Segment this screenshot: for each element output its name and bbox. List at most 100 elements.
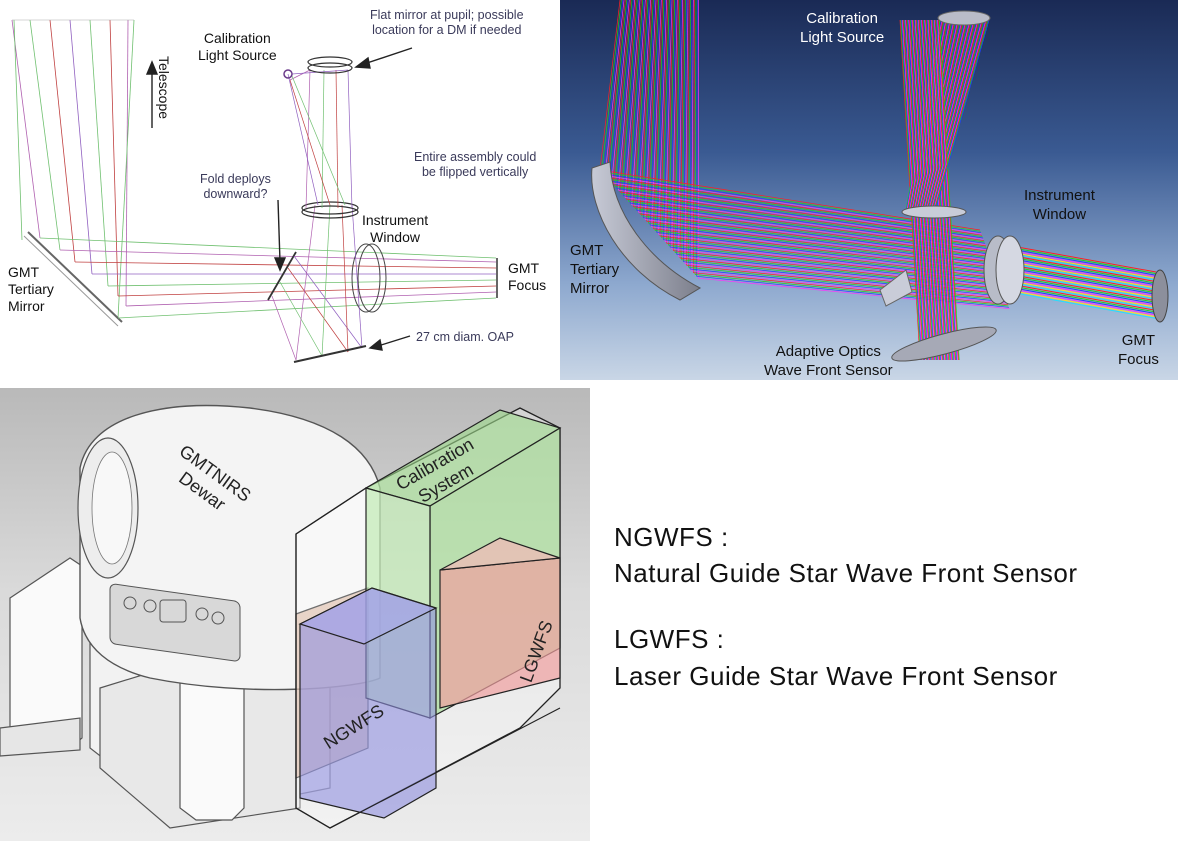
legend-ngwfs-full: Natural Guide Star Wave Front Sensor [614, 558, 1078, 588]
incoming-ray [642, 0, 656, 218]
incoming-ray [607, 0, 628, 180]
focus-ray [1011, 272, 1157, 300]
vertical-ray [932, 19, 954, 361]
incoming-ray [662, 0, 672, 240]
incoming-ray [621, 0, 638, 194]
focus-ray [1011, 258, 1157, 286]
vertical-ray [926, 19, 975, 211]
incoming-ray [647, 0, 660, 224]
focus-ray [1011, 291, 1157, 319]
vertical-ray [934, 19, 956, 361]
telescope-label: Telescope [156, 56, 172, 120]
fold-deploys-annotation: Fold deploys downward? [200, 172, 271, 201]
focus-ray [1011, 282, 1157, 310]
vertical-ray [922, 19, 969, 211]
optical-layout-drawing [11, 19, 498, 363]
vertical-ray [925, 19, 974, 211]
incoming-ray [637, 0, 652, 213]
horizontal-ray [681, 259, 1005, 296]
incoming-ray [601, 0, 622, 172]
incoming-ray [672, 0, 680, 251]
incoming-ray [624, 0, 641, 198]
focus-ray [1011, 261, 1157, 289]
optical-layout-panel: Calibration Light Source Flat mirror at … [0, 0, 560, 378]
vertical-ray [938, 19, 959, 361]
gmt-focus-label: GMT Focus [508, 260, 547, 293]
incoming-ray [616, 0, 634, 189]
focus-ray [1011, 264, 1157, 292]
vertical-ray [933, 19, 988, 211]
focus-ray [1011, 245, 1157, 273]
incoming-ray [694, 0, 697, 275]
incoming-ray [664, 0, 673, 242]
incoming-ray [644, 0, 657, 220]
oap-annotation: 27 cm diam. OAP [416, 330, 514, 344]
incoming-ray [626, 0, 642, 200]
horizontal-ray [639, 213, 993, 263]
vertical-ray [932, 19, 985, 211]
incoming-ray [684, 0, 689, 264]
adaptive-optics-label: Adaptive Optics Wave Front Sensor [764, 343, 893, 379]
vertical-ray [926, 19, 976, 211]
focus-ray [1011, 277, 1157, 305]
incoming-ray [611, 0, 630, 183]
incoming-ray [627, 0, 644, 202]
vertical-ray [929, 19, 981, 211]
incoming-ray [656, 0, 666, 233]
focus-ray [1011, 255, 1157, 283]
incoming-ray [674, 0, 681, 253]
incoming-ray [677, 0, 684, 257]
calibration-light-source-label: Calibration Light Source [800, 10, 885, 46]
gmt-focus-label: GMT Focus [1118, 332, 1159, 368]
legend-lgwfs-abbr: LGWFS : [614, 624, 725, 654]
incoming-ray [667, 0, 676, 246]
incoming-ray [636, 0, 650, 211]
incoming-ray [687, 0, 692, 268]
incoming-ray [614, 0, 633, 187]
horizontal-ray [646, 220, 995, 268]
vertical-ray [927, 19, 978, 211]
focus-ray [1011, 279, 1157, 307]
incoming-ray [619, 0, 637, 193]
incoming-ray [682, 0, 688, 262]
focus-ray [1011, 266, 1157, 294]
focus-ray [1011, 248, 1157, 276]
vertical-ray [933, 19, 954, 361]
ray-trace-panel: Calibration Light Source Instrument Wind… [560, 0, 1178, 380]
focus-ray [1011, 259, 1157, 287]
vertical-ray [936, 19, 958, 361]
horizontal-ray [668, 244, 1001, 286]
focus-ray [1011, 287, 1157, 315]
vertical-ray [927, 19, 977, 211]
incoming-ray [666, 0, 674, 244]
ray-trace-render [591, 0, 1169, 362]
instrument-window-label: Instrument Window [362, 212, 429, 245]
focus-ray [1011, 275, 1157, 303]
incoming-ray [612, 0, 632, 185]
focus-ray [1011, 274, 1157, 302]
vertical-ray [928, 19, 979, 211]
focus-ray [1011, 251, 1157, 279]
vertical-ray [931, 19, 984, 211]
focus-ray [1011, 253, 1157, 281]
vertical-ray [933, 19, 987, 211]
vertical-ray [934, 19, 989, 211]
calibration-light-source-label: Calibration Light Source [198, 30, 277, 63]
legend-ngwfs-abbr: NGWFS : [614, 522, 729, 552]
incoming-ray [631, 0, 646, 205]
vertical-ray [934, 19, 955, 361]
incoming-ray [686, 0, 690, 266]
incoming-ray [652, 0, 664, 229]
incoming-ray [604, 0, 625, 176]
horizontal-ray [618, 189, 986, 246]
vertical-ray [935, 19, 957, 361]
incoming-ray [634, 0, 649, 209]
incoming-ray [609, 0, 629, 182]
focus-ray [1011, 288, 1157, 316]
incoming-ray [676, 0, 682, 255]
horizontal-ray [696, 275, 1010, 308]
instrument-window-label: Instrument Window [1024, 187, 1095, 223]
incoming-ray [696, 0, 698, 277]
horizontal-ray [611, 182, 984, 240]
vertical-ray [932, 19, 986, 211]
